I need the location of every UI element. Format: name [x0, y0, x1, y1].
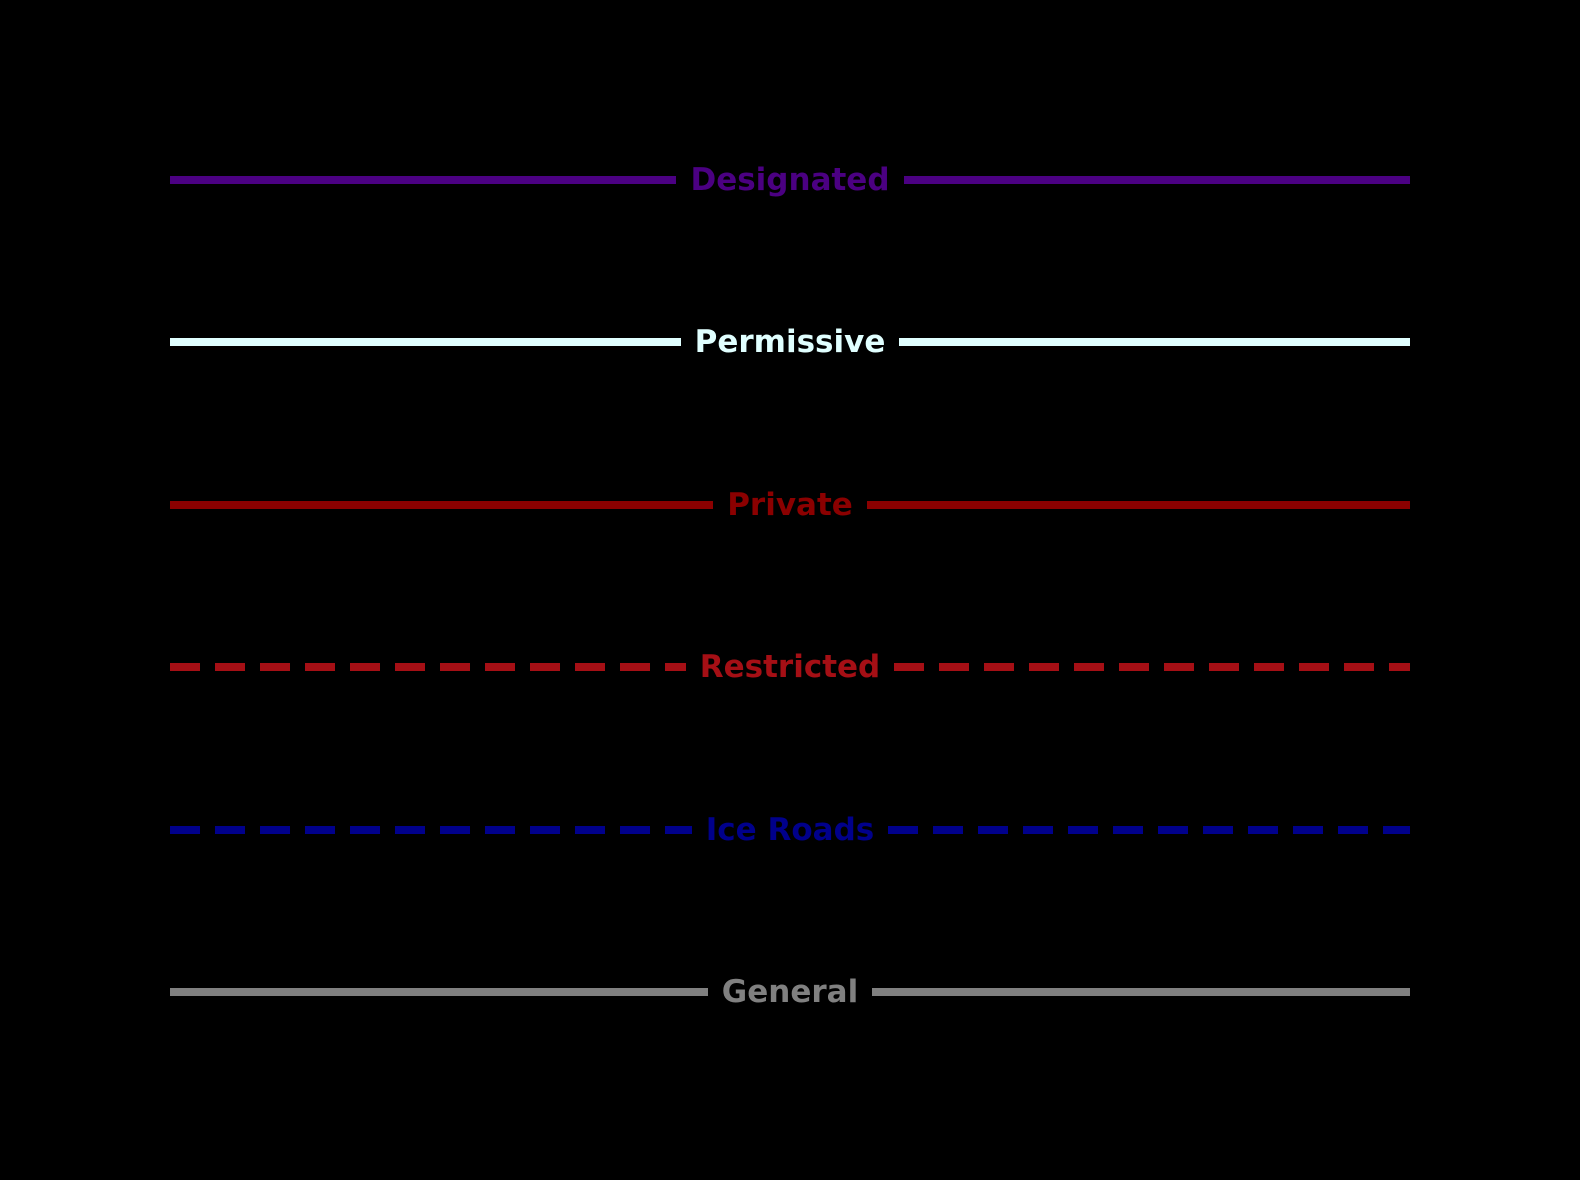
legend-label-private: Private	[727, 486, 853, 523]
legend-line-left	[170, 501, 714, 509]
legend-label-permissive: Permissive	[694, 323, 886, 360]
legend-row-designated: Designated	[170, 158, 1410, 202]
legend-row-general: General	[170, 970, 1410, 1014]
legend-label-restricted: Restricted	[699, 648, 881, 685]
legend-line-left	[170, 338, 681, 346]
legend-line-right	[894, 663, 1410, 671]
legend-label-ice-roads: Ice Roads	[705, 811, 875, 848]
legend-label-general: General	[721, 973, 859, 1010]
legend-line-left	[170, 826, 692, 834]
legend-line-right	[888, 826, 1410, 834]
legend-line-left	[170, 988, 708, 996]
legend-row-ice-roads: Ice Roads	[170, 808, 1410, 852]
legend-row-private: Private	[170, 483, 1411, 527]
legend-line-right	[872, 988, 1410, 996]
legend-line-left	[170, 176, 677, 184]
legend-line-left	[170, 663, 686, 671]
legend-row-permissive: Permissive	[170, 320, 1411, 364]
legend-label-designated: Designated	[690, 161, 890, 198]
legend-line-right	[903, 176, 1410, 184]
legend-line-right	[866, 501, 1411, 509]
legend-row-restricted: Restricted	[170, 645, 1410, 689]
legend-line-right	[899, 338, 1411, 346]
